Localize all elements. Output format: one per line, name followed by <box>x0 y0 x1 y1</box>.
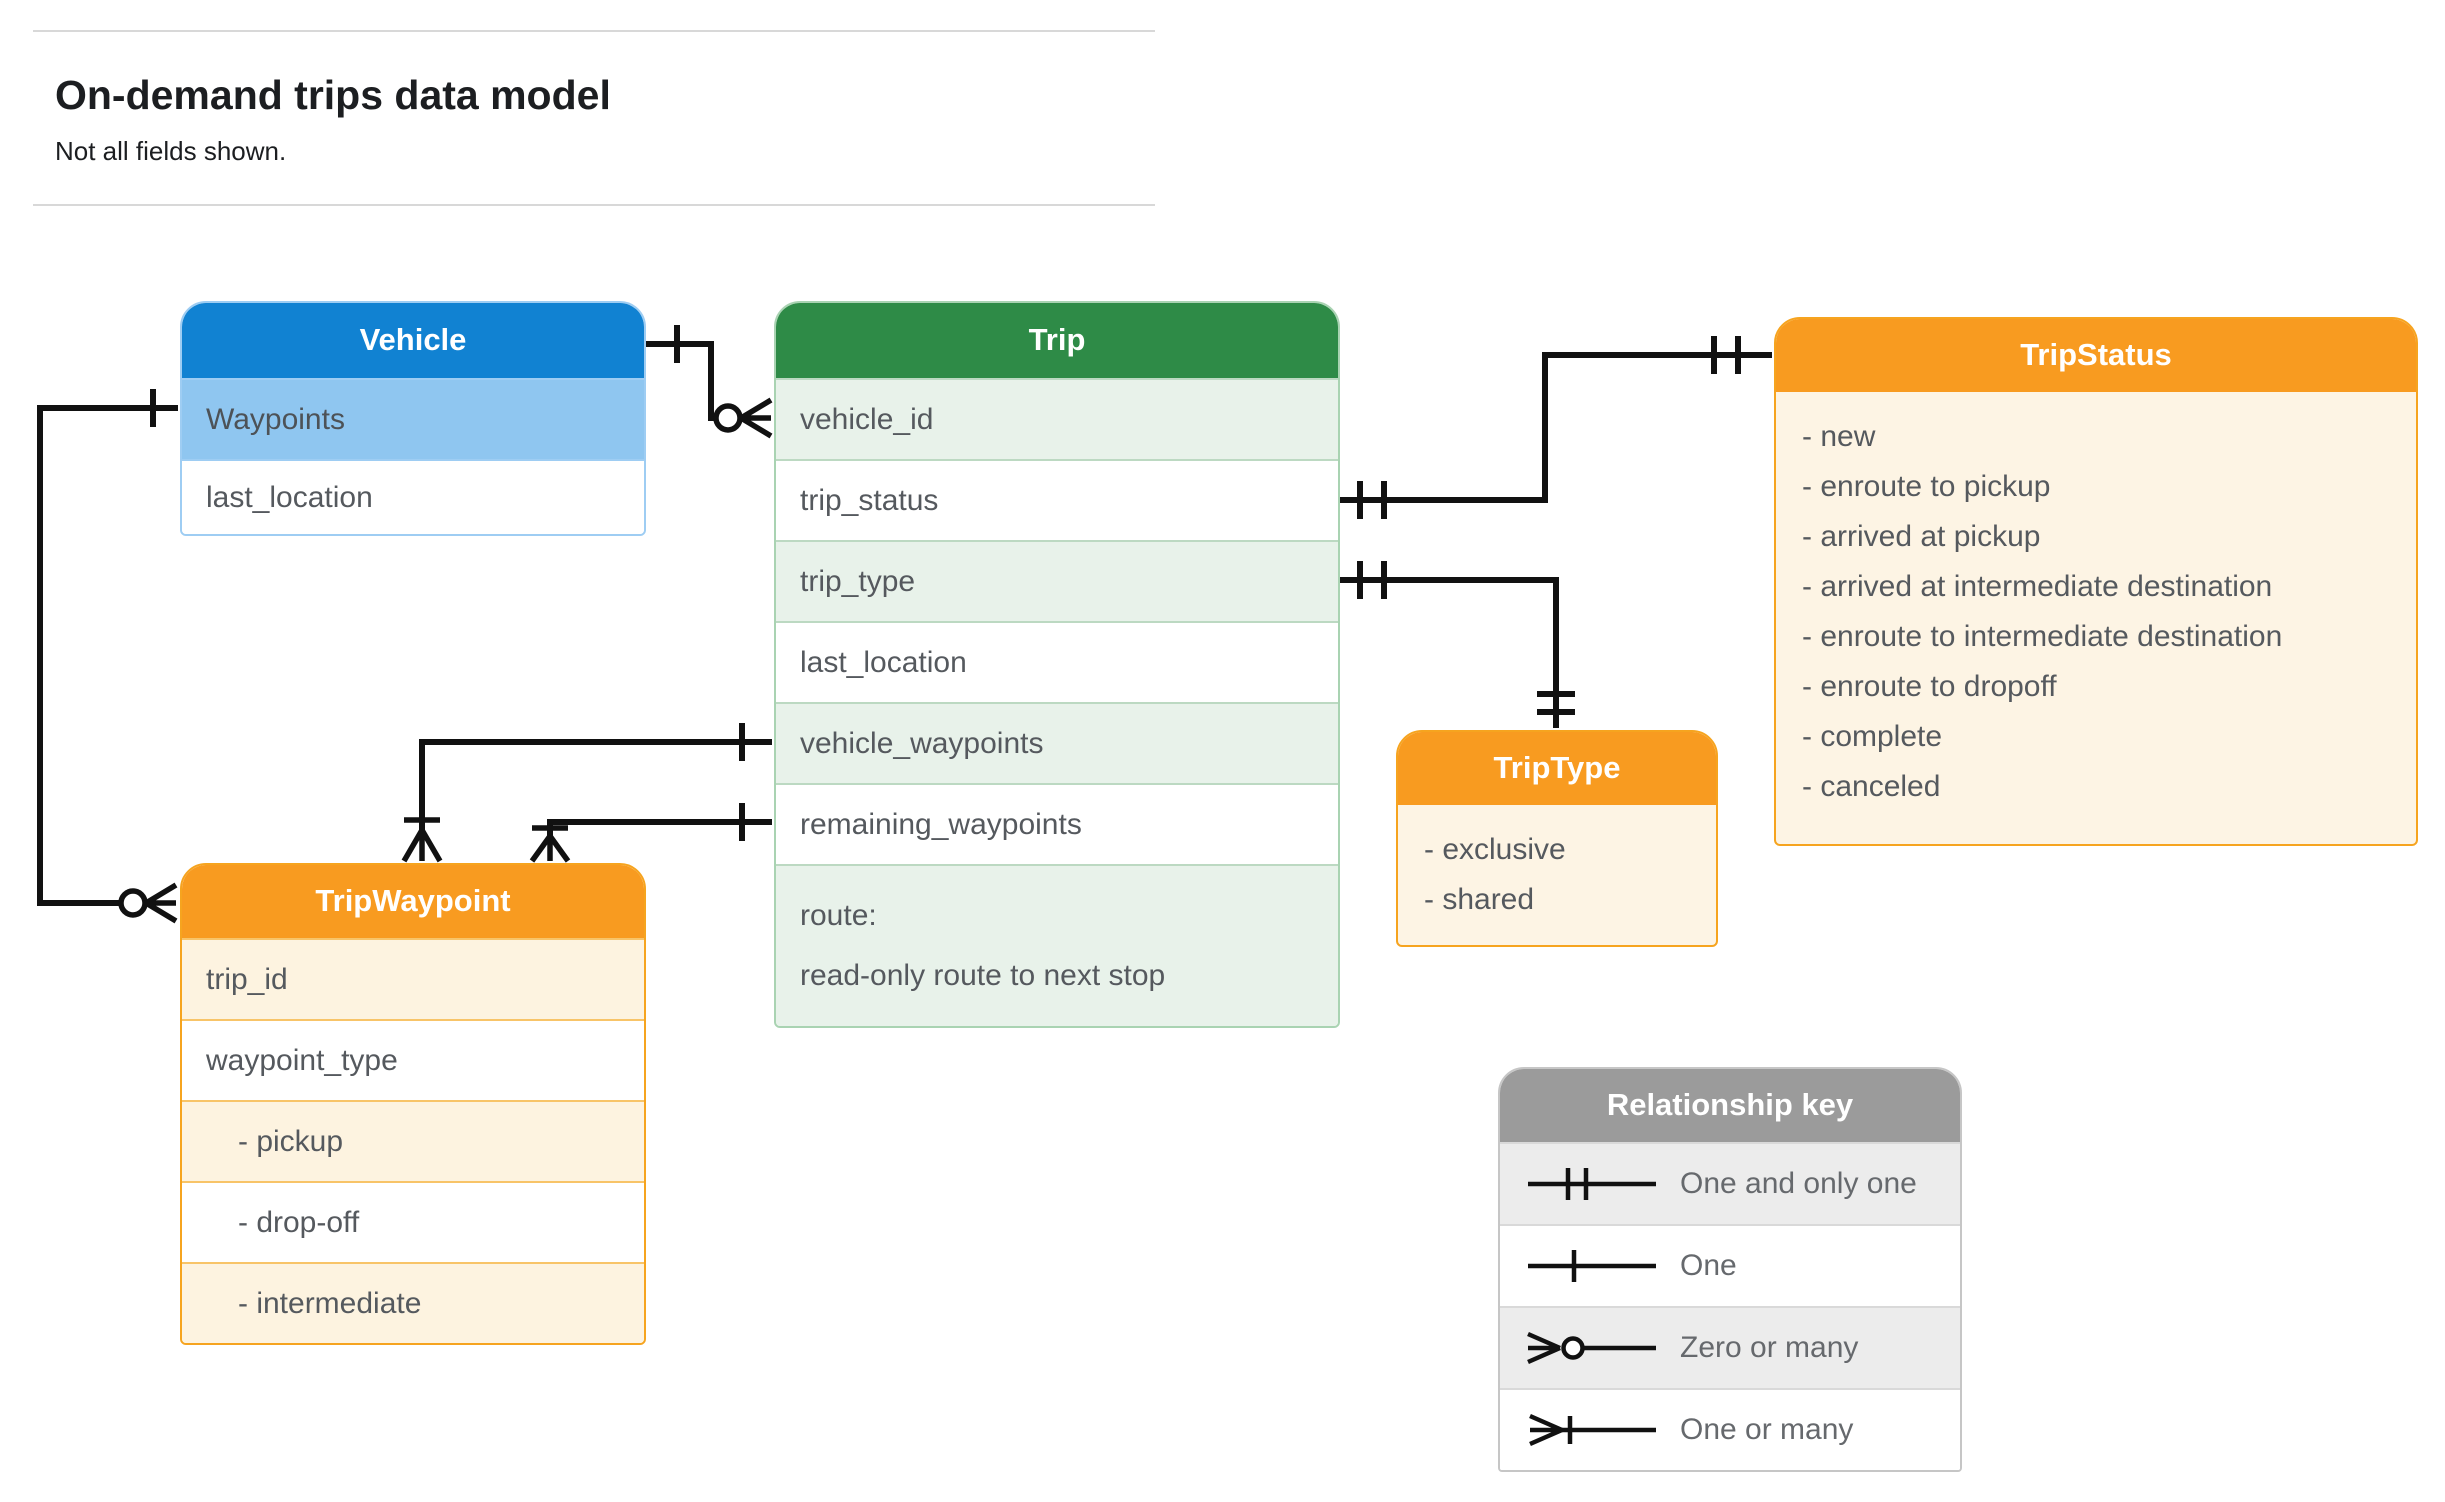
enum-value: - new <box>1802 420 1876 453</box>
relationship-key-title: Relationship key <box>1500 1069 1960 1142</box>
enum-value-intermediate: - intermediate <box>182 1262 644 1343</box>
entity-triptype: TripType - exclusive - shared <box>1396 730 1718 947</box>
field-trip-status: trip_status <box>776 459 1338 540</box>
enum-value: - enroute to intermediate destination <box>1802 620 2283 653</box>
enum-value-drop-off: - drop-off <box>182 1181 644 1262</box>
key-label: One <box>1680 1249 1737 1282</box>
tripstatus-values: - new - enroute to pickup - arrived at p… <box>1776 392 2416 812</box>
page-title: On-demand trips data model <box>55 72 611 118</box>
one-and-only-one-icon <box>1537 691 1575 715</box>
key-label: One and only one <box>1680 1167 1917 1200</box>
connector-vehicle-to-trip <box>646 325 773 439</box>
key-row-one: One <box>1500 1224 1960 1306</box>
enum-value-pickup: - pickup <box>182 1100 644 1181</box>
entity-vehicle: Vehicle Waypoints last_location <box>180 301 646 536</box>
enum-value: - enroute to dropoff <box>1802 670 2057 703</box>
key-label: Zero or many <box>1680 1331 1859 1364</box>
field-trip-remaining-waypoints: remaining_waypoints <box>776 783 1338 864</box>
enum-value: - arrived at intermediate destination <box>1802 570 2273 603</box>
page-subtitle: Not all fields shown. <box>55 136 287 166</box>
route-description: read-only route to next stop <box>800 959 1166 992</box>
field-trip-vehicle-id: vehicle_id <box>776 378 1338 459</box>
one-icon <box>1528 1250 1656 1282</box>
entity-vehicle-title: Vehicle <box>182 303 644 378</box>
top-divider <box>33 30 1155 32</box>
connector-remaining-waypoints <box>529 803 772 863</box>
key-row-one-or-many: One or many <box>1500 1388 1960 1470</box>
key-row-zero-or-many: Zero or many <box>1500 1306 1960 1388</box>
key-row-one-and-only-one: One and only one <box>1500 1142 1960 1224</box>
entity-triptype-title: TripType <box>1398 732 1716 805</box>
zero-or-many-icon <box>1527 1331 1656 1365</box>
entity-tripwaypoint: TripWaypoint trip_id waypoint_type - pic… <box>180 863 646 1345</box>
one-or-many-icon <box>529 825 571 863</box>
enum-value: - complete <box>1802 720 1943 753</box>
zero-or-many-icon <box>118 882 178 924</box>
enum-value: - enroute to pickup <box>1802 470 2051 503</box>
field-trip-route: route: read-only route to next stop <box>776 864 1338 1026</box>
field-trip-type: trip_type <box>776 540 1338 621</box>
field-vehicle-last-location: last_location <box>182 459 644 534</box>
enum-value: - arrived at pickup <box>1802 520 2041 553</box>
connector-triptype <box>1340 561 1575 728</box>
triptype-values: - exclusive - shared <box>1398 805 1716 925</box>
field-tripwaypoint-trip-id: trip_id <box>182 938 644 1019</box>
enum-value: - canceled <box>1802 770 1941 803</box>
entity-tripstatus: TripStatus - new - enroute to pickup - a… <box>1774 317 2418 846</box>
enum-value: - exclusive <box>1424 833 1566 866</box>
connector-tripstatus <box>1340 336 1772 519</box>
key-label: One or many <box>1680 1413 1854 1446</box>
one-or-many-icon <box>1529 1413 1656 1447</box>
field-tripwaypoint-waypoint-type: waypoint_type <box>182 1019 644 1100</box>
field-trip-last-location: last_location <box>776 621 1338 702</box>
entity-tripstatus-title: TripStatus <box>1776 319 2416 392</box>
relationship-key: Relationship key One and only one One Ze… <box>1498 1067 1962 1472</box>
entity-trip-title: Trip <box>776 303 1338 378</box>
title-bottom-divider <box>33 204 1155 206</box>
one-and-only-one-icon <box>1357 481 1387 519</box>
route-label: route: <box>800 899 877 932</box>
zero-or-many-icon <box>713 397 773 439</box>
entity-tripwaypoint-title: TripWaypoint <box>182 865 644 938</box>
entity-trip: Trip vehicle_id trip_status trip_type la… <box>774 301 1340 1028</box>
field-vehicle-waypoints: Waypoints <box>182 378 644 459</box>
one-and-only-one-icon <box>1711 336 1741 374</box>
one-and-only-one-icon <box>1528 1168 1656 1200</box>
field-trip-vehicle-waypoints: vehicle_waypoints <box>776 702 1338 783</box>
connector-waypoints-to-tripwaypoint <box>37 389 178 924</box>
enum-value: - shared <box>1424 883 1535 916</box>
connector-vehicle-waypoints <box>401 723 772 863</box>
one-and-only-one-icon <box>1357 561 1387 599</box>
one-or-many-icon <box>401 817 443 863</box>
